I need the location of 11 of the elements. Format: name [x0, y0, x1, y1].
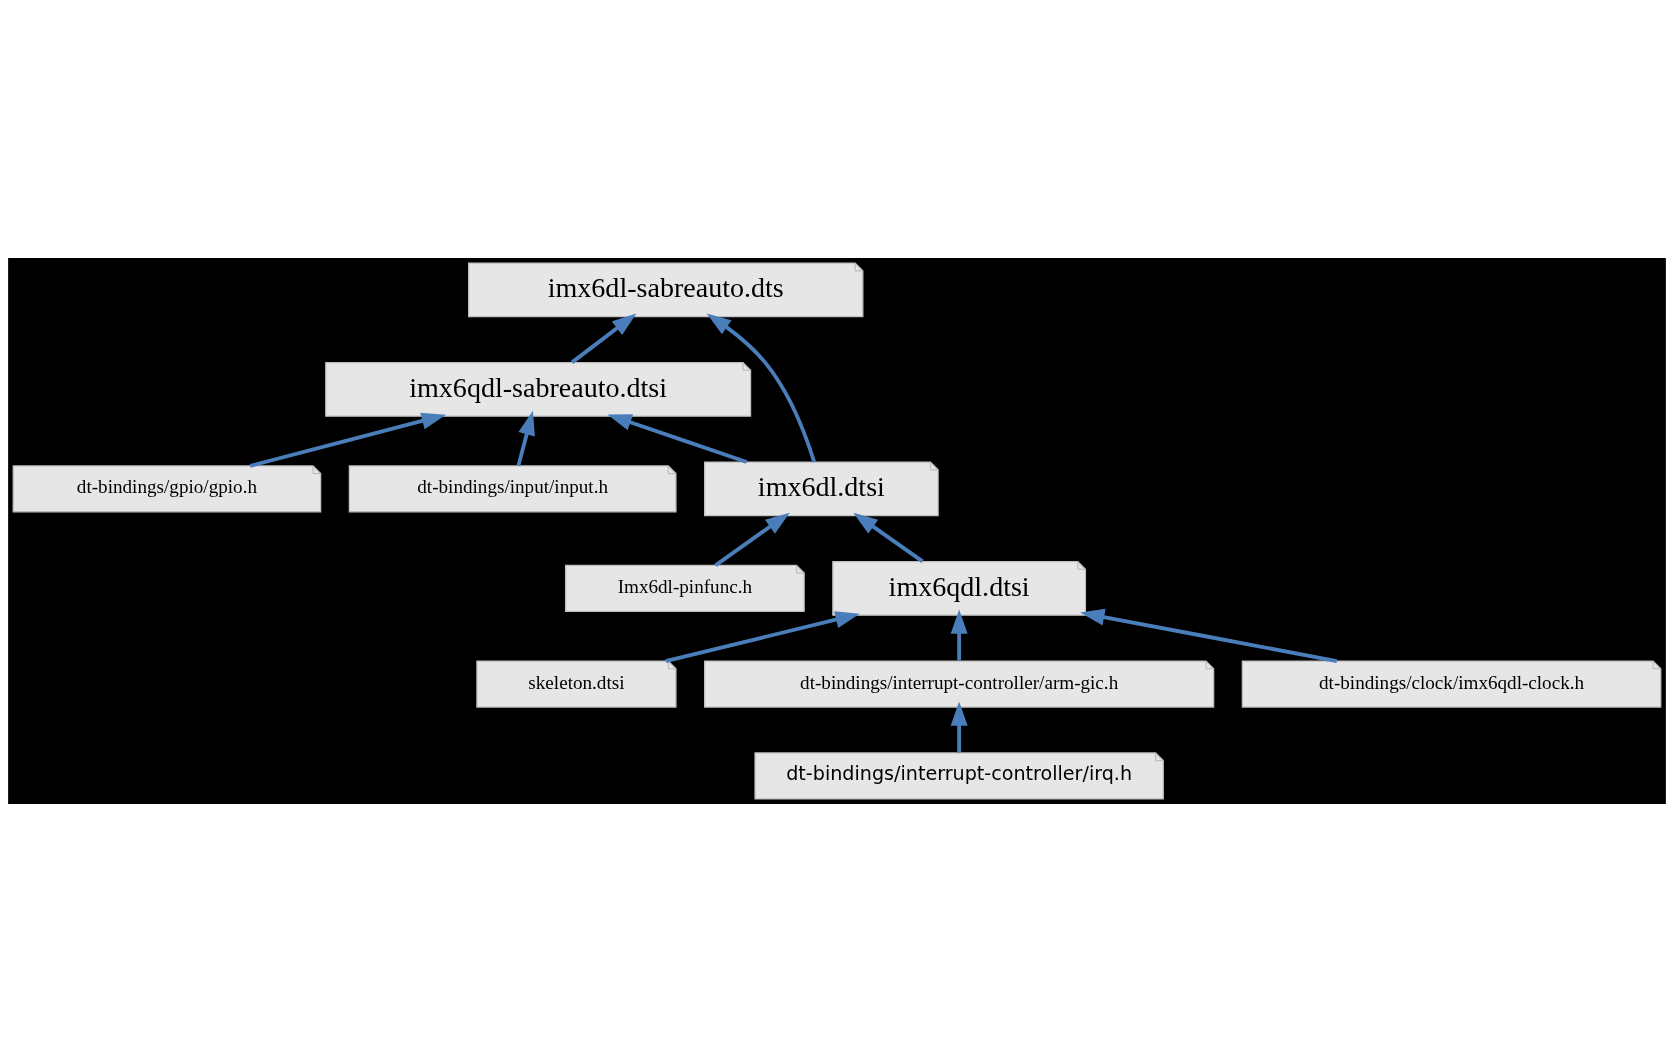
arrow	[665, 610, 860, 663]
arrow	[249, 412, 446, 468]
arrow	[607, 413, 748, 464]
arrow	[853, 512, 924, 563]
arrow	[950, 608, 968, 661]
arrow	[516, 410, 535, 466]
arrow	[950, 700, 968, 753]
arrow	[714, 512, 790, 567]
arrow	[1080, 608, 1338, 663]
arrow	[570, 313, 637, 364]
arrow	[706, 312, 817, 463]
